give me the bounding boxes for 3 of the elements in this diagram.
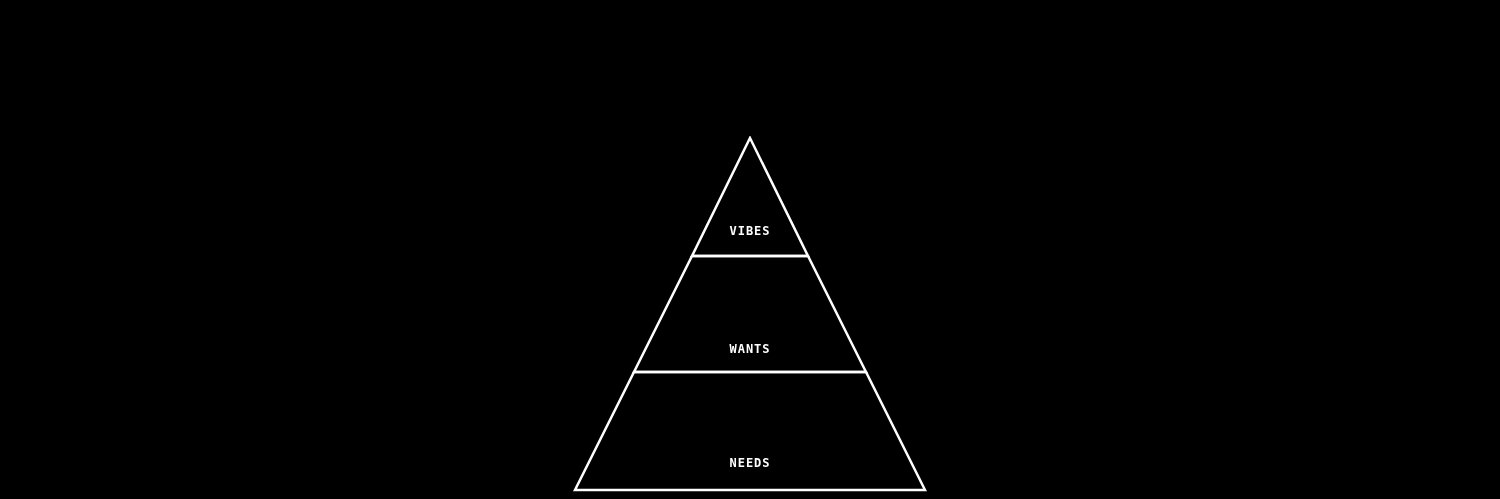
tier-label: VIBES — [729, 224, 771, 238]
tier-label: NEEDS — [729, 456, 771, 470]
tier-label: WANTS — [729, 342, 771, 356]
